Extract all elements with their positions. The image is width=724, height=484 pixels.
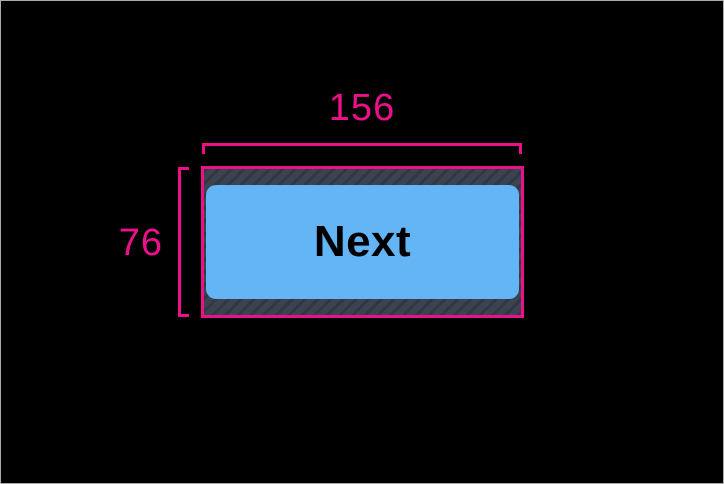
widget-bounds-outline: Next [201, 166, 524, 318]
height-dimension-label: 76 [118, 222, 163, 264]
width-dimension-label: 156 [328, 87, 396, 129]
next-button[interactable]: Next [206, 185, 519, 299]
height-measure-bracket [178, 167, 189, 317]
width-measure-bracket [202, 143, 522, 154]
